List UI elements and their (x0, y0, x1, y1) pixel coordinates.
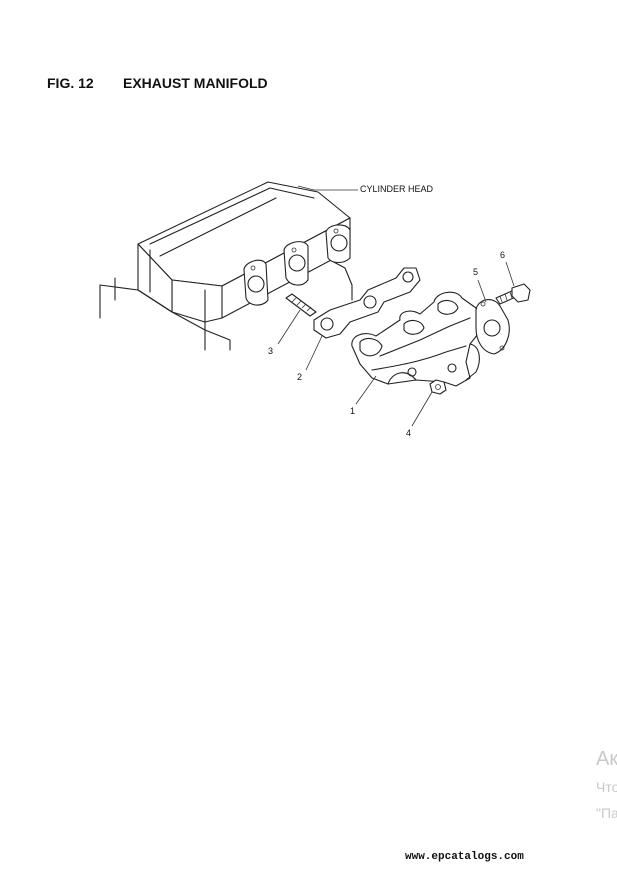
part-label-3: 3 (268, 346, 273, 356)
manifold-drawing (351, 291, 480, 387)
part-label-6: 6 (500, 250, 505, 260)
leader-lines (277, 185, 515, 427)
gasket-drawing (313, 267, 421, 339)
figure-number: FIG. 12 (47, 75, 94, 91)
cylinder-head-label: CYLINDER HEAD (360, 184, 434, 194)
flange-gasket-drawing (475, 299, 510, 355)
part-label-5: 5 (473, 267, 478, 277)
part-label-4: 4 (406, 428, 411, 438)
part-label-1: 1 (350, 406, 355, 416)
cylinder-head-drawing (99, 181, 353, 351)
overlay-text-line-1: Ак (596, 748, 617, 770)
overlay-text-line-3: "Па (596, 805, 617, 821)
figure-title: EXHAUST MANIFOLD (123, 75, 268, 91)
part-label-2: 2 (297, 372, 302, 382)
stud-bolt-drawing (285, 293, 317, 317)
bolt-drawing (495, 283, 531, 305)
overlay-text-line-2: Что (596, 779, 617, 795)
nut-drawing (429, 379, 447, 395)
footer-website: www.epcatalogs.com (405, 851, 524, 863)
